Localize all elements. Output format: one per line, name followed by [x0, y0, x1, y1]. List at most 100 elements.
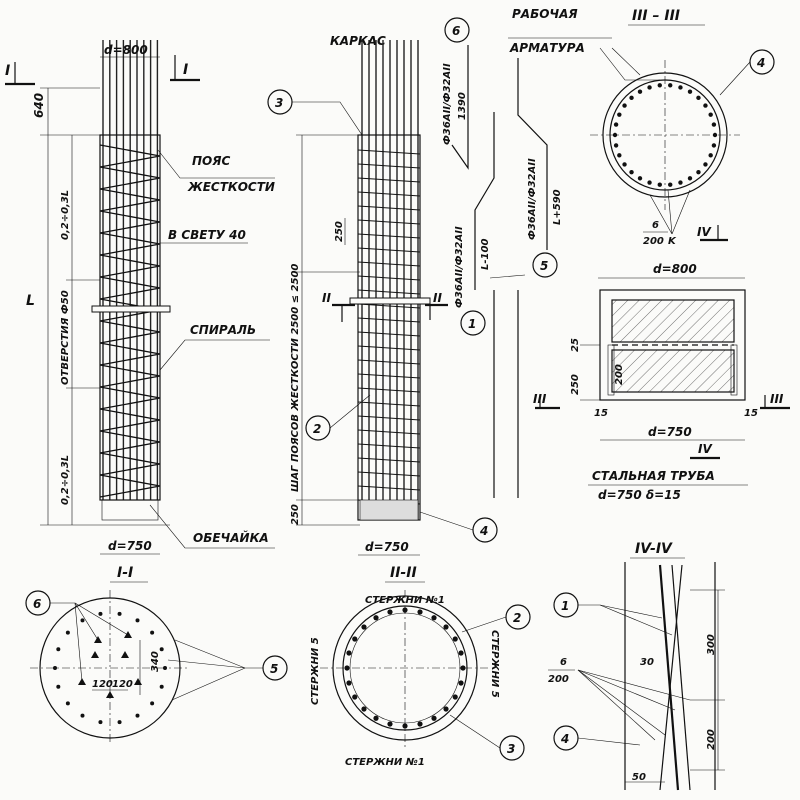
cage-mark-2: 2 — [313, 422, 321, 436]
cage-ring — [357, 261, 421, 267]
section-ii-mark-3: 3 — [507, 742, 515, 756]
cage-ring — [357, 247, 421, 253]
rebar-dot — [647, 85, 652, 90]
rebar-dot — [150, 630, 155, 635]
rebar-dot — [135, 618, 140, 623]
bar-6-dot — [121, 651, 129, 658]
dim-30: 30 — [640, 657, 654, 668]
section-iii-mark-iv: IV — [697, 225, 712, 239]
rebar-dot — [612, 132, 618, 138]
spiral-turn — [99, 364, 161, 388]
section-i-title: I-I — [117, 565, 133, 581]
rebar-dot — [361, 624, 367, 630]
section-mark-ii-right: II — [433, 291, 442, 305]
rebar-dot — [387, 609, 393, 615]
spiral-turn — [99, 452, 161, 476]
cage-ring — [357, 289, 421, 295]
tube-bottom-diameter: d=750 — [648, 425, 692, 439]
bar-1-mark: 1 — [468, 317, 476, 331]
rebar-dot — [65, 630, 70, 635]
rebar-dot — [163, 666, 167, 670]
rebar-dot — [617, 153, 622, 158]
cage-ring — [357, 191, 421, 197]
bar-6-length: 1390 — [457, 92, 468, 120]
rebar-dot — [150, 701, 155, 706]
pile-top-diameter: d=800 — [104, 43, 148, 57]
cage-ring — [357, 401, 421, 407]
holes-label: ОТВЕРСТИЯ Ф50 — [60, 290, 71, 385]
bar-6-dot — [124, 631, 132, 638]
shell-label: ОБЕЧАЙКА — [193, 530, 269, 545]
bar-1-shape — [474, 112, 495, 290]
section-ii-mark-2: 2 — [513, 611, 521, 625]
cage-dim-250-bottom: 250 — [290, 504, 301, 525]
tube-section-iii-left: III — [533, 392, 547, 406]
rebar-dot — [703, 162, 708, 167]
rebar-dot — [65, 701, 70, 706]
section-i-mark-6: 6 — [33, 597, 41, 611]
cage-shell — [359, 499, 419, 521]
rebar-dot — [135, 713, 140, 718]
rebar-dot — [159, 684, 164, 689]
cage-ring — [357, 149, 421, 155]
rebar-dot — [637, 89, 643, 94]
rebar-dot — [708, 153, 713, 158]
section-i-bars — [53, 611, 167, 725]
spiral-turn — [99, 144, 161, 168]
rebar-dot — [647, 180, 652, 185]
section-iii-iii: III – III РАБОЧАЯ АРМАТУРА 4 6 200 K IV — [508, 7, 775, 247]
spiral-turn — [99, 474, 161, 498]
cage-break-mark — [349, 297, 431, 305]
dim-top-zone: 0,2÷0,3L — [60, 190, 71, 240]
rebar-dot — [443, 624, 449, 630]
rebar-dot — [431, 715, 437, 721]
rebar-dot — [458, 650, 464, 656]
section-mark-i-right: I — [183, 62, 188, 78]
rebar-dot — [657, 83, 662, 88]
tube-caption-1: СТАЛЬНАЯ ТРУБА — [592, 469, 715, 483]
rebar-dot — [657, 182, 662, 187]
rebar-dot — [622, 103, 627, 108]
cage-ring — [357, 163, 421, 169]
rebar-dot — [417, 721, 423, 727]
cage-mark-3: 3 — [275, 96, 283, 110]
rebar-dot — [668, 83, 673, 88]
tube-dim-200: 200 — [614, 364, 625, 385]
spiral-turn — [99, 386, 161, 410]
bar-5-spec: Ф36АII/Ф32АII — [527, 158, 538, 240]
working-rebar-label-2: АРМАТУРА — [509, 41, 585, 55]
cage-elevation: КАРКАС 250 250 ШАГ ПОЯСОВ ЖЕСТКОСТИ 2500… — [267, 34, 498, 556]
rebar-dot — [708, 112, 713, 117]
pile-elevation: d=800 I I 640 L 0,2÷0,3L 0,2÷0,3L ОТВЕРС… — [5, 40, 275, 555]
rebar-dot — [117, 611, 122, 616]
rebar-dot — [458, 680, 464, 686]
dim-300: 300 — [706, 634, 717, 655]
cage-dim-250-top: 250 — [334, 221, 345, 242]
rebar-dot — [703, 103, 708, 108]
section-iv-mark-1: 1 — [561, 599, 569, 613]
rebar-dot — [53, 666, 57, 670]
rebar-dot — [613, 143, 619, 148]
rebar-dot — [443, 706, 449, 712]
dim-640: 640 — [32, 93, 46, 118]
rebar-dot — [452, 694, 458, 700]
bar-1-in-section — [658, 564, 680, 791]
spiral-turn — [99, 166, 161, 190]
pile-shell — [101, 499, 159, 521]
bars-top-label: СТЕРЖНИ №1 — [365, 595, 445, 606]
rebar-dot — [711, 122, 717, 127]
cage-ring — [357, 303, 421, 309]
steel-tube-detail: d=800 250 25 200 15 15 III III d=750 IV … — [533, 262, 790, 502]
rebar-dot — [629, 169, 634, 175]
clear-gap-label: В СВЕТУ 40 — [168, 228, 246, 242]
cage-ring — [357, 331, 421, 337]
cage-ring — [357, 177, 421, 183]
section-ii-title: II-II — [390, 565, 417, 581]
rebar-dot — [98, 720, 103, 725]
spiral-turn — [99, 232, 161, 256]
weld-size-top: 6 — [652, 220, 659, 231]
section-ii-ii: II-II СТЕРЖНИ №1 СТЕРЖНИ №1 СТЕРЖНИ 5 СТ… — [310, 565, 531, 768]
tube-top-diameter: d=800 — [653, 262, 697, 276]
